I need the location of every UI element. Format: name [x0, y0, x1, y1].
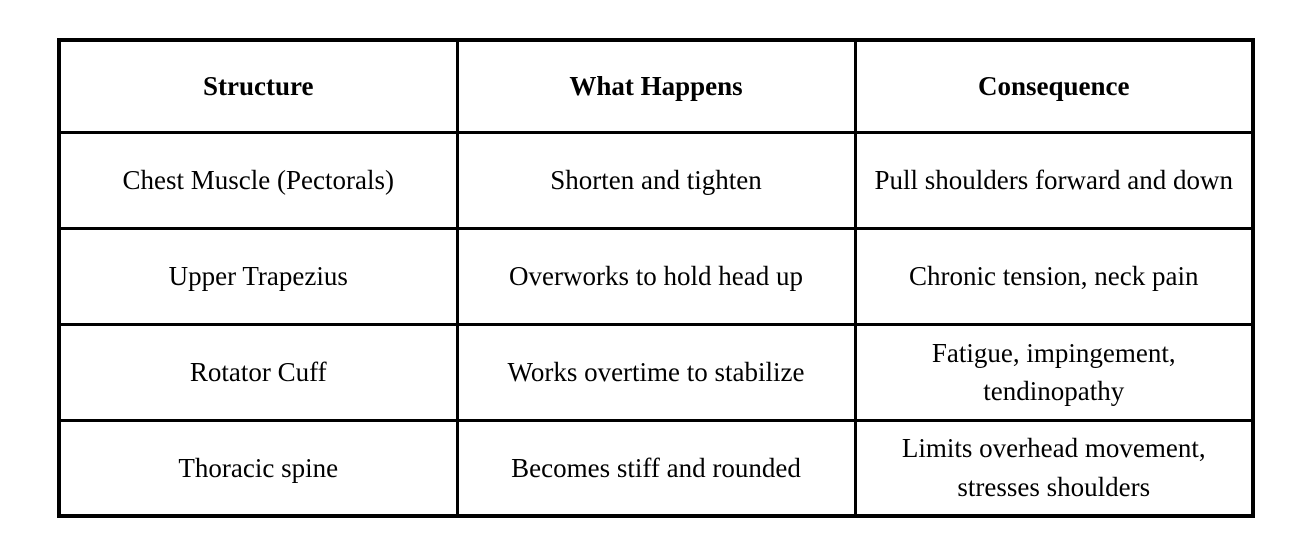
header-cell-what-happens: What Happens [455, 38, 857, 134]
posture-table-container: Structure What Happens Consequence Chest… [57, 38, 1255, 518]
table-body: Chest Muscle (Pectorals) Shorten and tig… [57, 130, 1255, 518]
table-row-rotator-cuff: Rotator Cuff Works overtime to stabilize… [57, 322, 1255, 422]
table-row-upper-trapezius: Upper Trapezius Overworks to hold head u… [57, 226, 1255, 326]
table-row-chest-muscle: Chest Muscle (Pectorals) Shorten and tig… [57, 130, 1255, 230]
cell-consequence: Fatigue, impingement, tendinopathy [853, 322, 1255, 422]
cell-what-happens: Overworks to hold head up [455, 226, 857, 326]
cell-what-happens: Shorten and tighten [455, 130, 857, 230]
cell-structure: Rotator Cuff [57, 322, 459, 422]
cell-structure: Chest Muscle (Pectorals) [57, 130, 459, 230]
header-cell-structure: Structure [57, 38, 459, 134]
cell-consequence: Pull shoulders forward and down [853, 130, 1255, 230]
table-row-thoracic-spine: Thoracic spine Becomes stiff and rounded… [57, 418, 1255, 518]
cell-what-happens: Works overtime to stabilize [455, 322, 857, 422]
posture-effects-table: Structure What Happens Consequence Chest… [57, 38, 1255, 518]
header-cell-consequence: Consequence [853, 38, 1255, 134]
cell-structure: Upper Trapezius [57, 226, 459, 326]
cell-consequence: Limits overhead movement, stresses shoul… [853, 418, 1255, 518]
header-row: Structure What Happens Consequence [57, 38, 1255, 134]
cell-consequence: Chronic tension, neck pain [853, 226, 1255, 326]
cell-structure: Thoracic spine [57, 418, 459, 518]
table-header: Structure What Happens Consequence [57, 38, 1255, 134]
cell-what-happens: Becomes stiff and rounded [455, 418, 857, 518]
